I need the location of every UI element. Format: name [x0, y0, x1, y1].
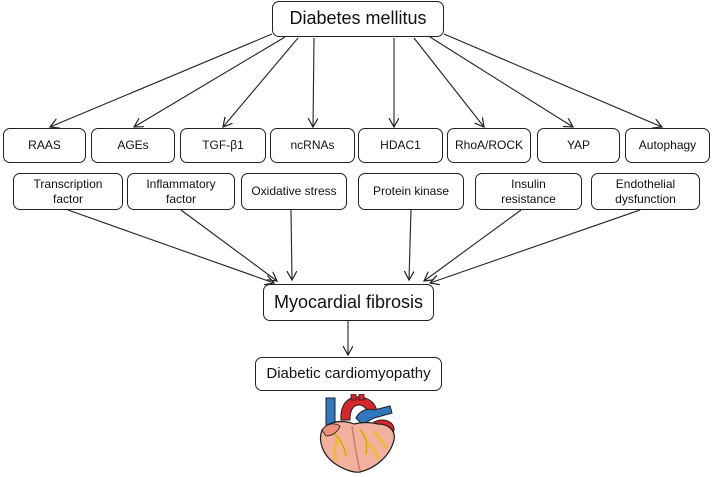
- myocardial-fibrosis-node: Myocardial fibrosis: [263, 284, 434, 321]
- arrow-to-raas: [50, 33, 273, 127]
- heart-icon: [319, 394, 395, 473]
- factor-oxidative-stress: Oxidative stress: [241, 173, 347, 210]
- arrow-to-ncrnas: [313, 37, 314, 127]
- arrow-from-endothelial: [430, 209, 641, 283]
- arrow-to-ages: [134, 36, 286, 127]
- factor-transcription-factor: Transcription factor: [13, 173, 123, 210]
- arrow-from-oxidative: [291, 209, 292, 280]
- factor-protein-kinase: Protein kinase: [358, 173, 464, 210]
- factor-ncrnas: ncRNAs: [270, 128, 355, 163]
- factor-inflammatory-factor: Inflammatory factor: [127, 173, 235, 210]
- factor-ages: AGEs: [91, 128, 175, 163]
- factor-autophagy: Autophagy: [625, 128, 710, 163]
- arrow-to-tgf: [223, 37, 299, 127]
- diabetic-cardiomyopathy-node: Diabetic cardiomyopathy: [255, 357, 442, 391]
- factor-rhoa-rock: RhoA/ROCK: [447, 128, 531, 163]
- arrow-from-transcription: [67, 209, 274, 283]
- factor-tgf-beta1: TGF-β1: [180, 128, 266, 163]
- diabetes-mellitus-node: Diabetes mellitus: [272, 1, 444, 37]
- arrow-to-rhoa: [413, 37, 484, 127]
- factor-yap: YAP: [537, 128, 620, 163]
- arrow-from-insulin: [424, 209, 522, 281]
- factor-insulin-resistance: Insulin resistance: [475, 173, 582, 210]
- factor-hdac1: HDAC1: [358, 128, 443, 163]
- arrow-from-inflammatory: [180, 209, 277, 281]
- factor-raas: RAAS: [3, 128, 86, 163]
- arrow-to-yap: [429, 36, 573, 127]
- arrow-to-autophagy: [443, 33, 662, 127]
- arrow-from-protein-kinase: [409, 209, 411, 280]
- factor-endothelial-dysfunction: Endothelial dysfunction: [591, 173, 700, 210]
